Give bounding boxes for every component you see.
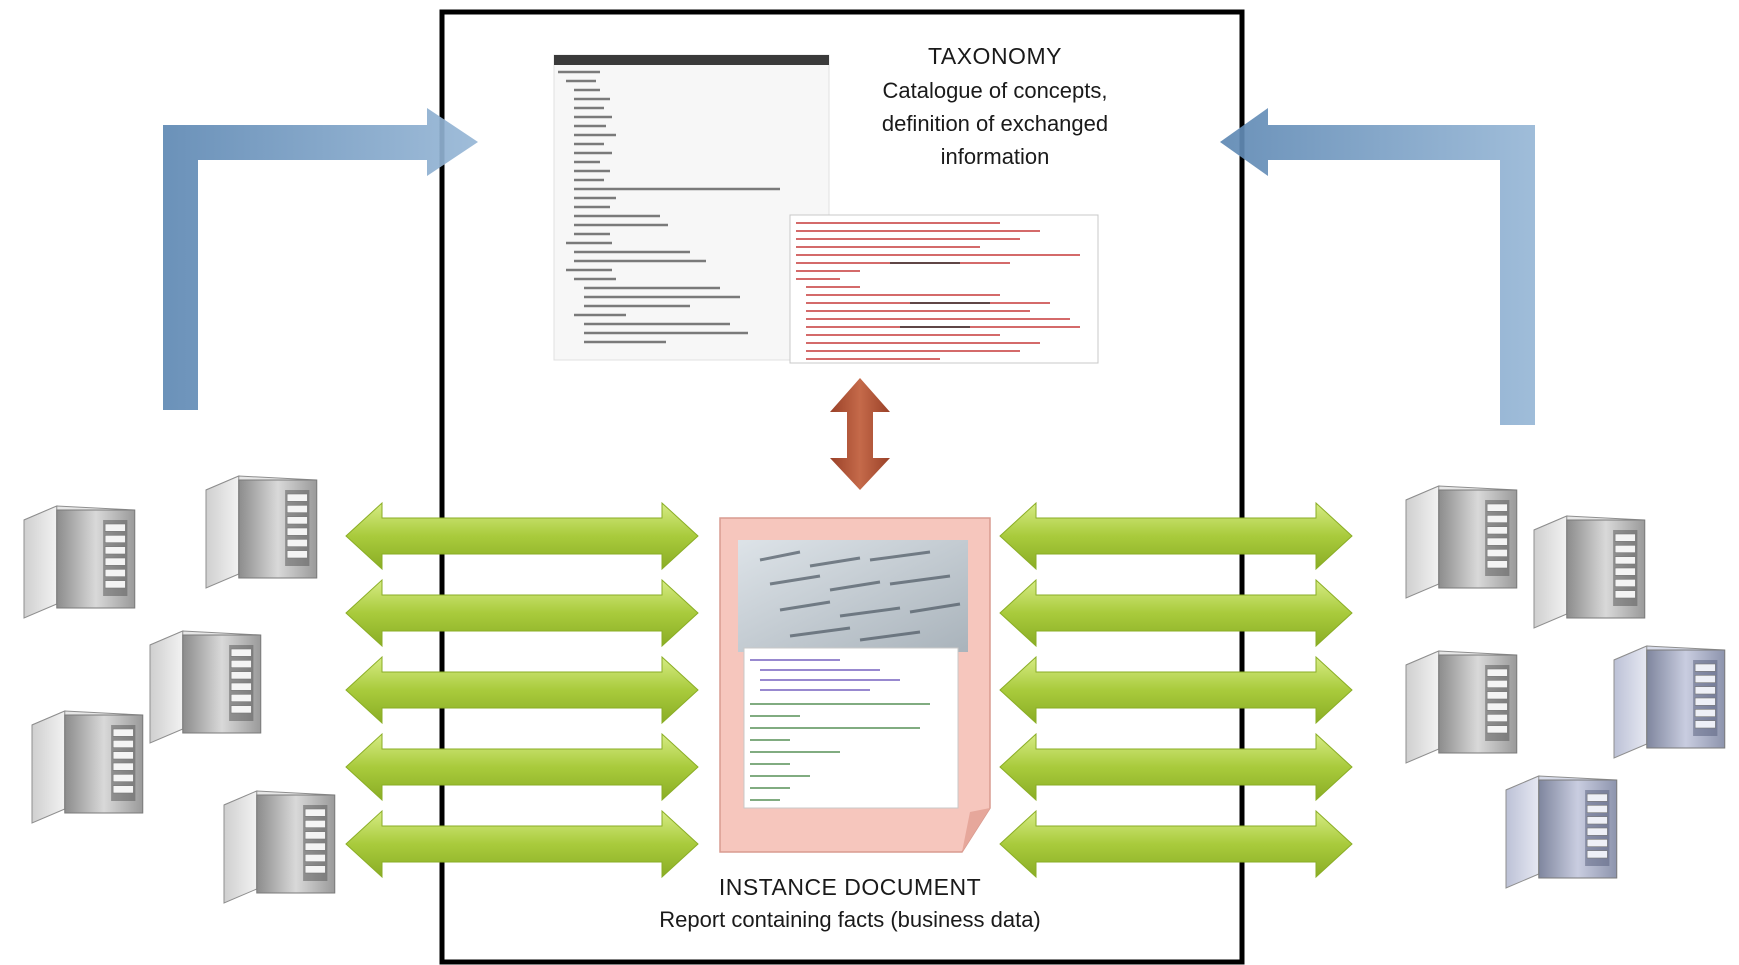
server-icon	[1405, 650, 1518, 764]
instance-document-title: INSTANCE DOCUMENT	[718, 874, 982, 900]
taxonomy-description-line-2: definition of exchanged	[881, 111, 1109, 136]
left-blue-arrow	[163, 108, 478, 410]
taxonomy-title: TAXONOMY	[928, 43, 1062, 69]
taxonomy-caption: TAXONOMY Catalogue of concepts, definiti…	[845, 38, 1145, 173]
left-servers	[23, 475, 336, 904]
green-double-arrow	[999, 809, 1353, 879]
green-double-arrow	[345, 809, 699, 879]
taxonomy-tree-screenshot	[553, 54, 830, 361]
right-blue-arrow	[1220, 108, 1535, 425]
green-double-arrow	[345, 655, 699, 725]
right-green-arrows	[999, 501, 1353, 879]
server-icon	[223, 790, 336, 904]
green-double-arrow	[999, 578, 1353, 648]
instance-document-graphic	[719, 517, 991, 853]
server-icon	[149, 630, 262, 744]
taxonomy-description-line-3: information	[940, 144, 1050, 169]
instance-document-caption: INSTANCE DOCUMENT Report containing fact…	[600, 870, 1100, 936]
server-icon	[1405, 485, 1518, 599]
server-icon	[31, 710, 144, 824]
green-double-arrow	[345, 501, 699, 571]
server-icon	[23, 505, 136, 619]
green-double-arrow	[999, 501, 1353, 571]
server-icon	[1533, 515, 1646, 629]
left-green-arrows	[345, 501, 699, 879]
taxonomy-xml-screenshot	[789, 214, 1099, 364]
right-servers	[1405, 485, 1726, 889]
server-icon	[1505, 775, 1618, 889]
taxonomy-instance-arrow	[830, 378, 890, 490]
central-frame	[439, 9, 1245, 965]
green-double-arrow	[999, 655, 1353, 725]
server-icon	[205, 475, 318, 589]
instance-document-description: Report containing facts (business data)	[659, 907, 1041, 932]
green-double-arrow	[345, 578, 699, 648]
green-double-arrow	[345, 732, 699, 802]
green-double-arrow	[999, 732, 1353, 802]
server-icon	[1613, 645, 1726, 759]
taxonomy-description-line-1: Catalogue of concepts,	[882, 78, 1108, 103]
